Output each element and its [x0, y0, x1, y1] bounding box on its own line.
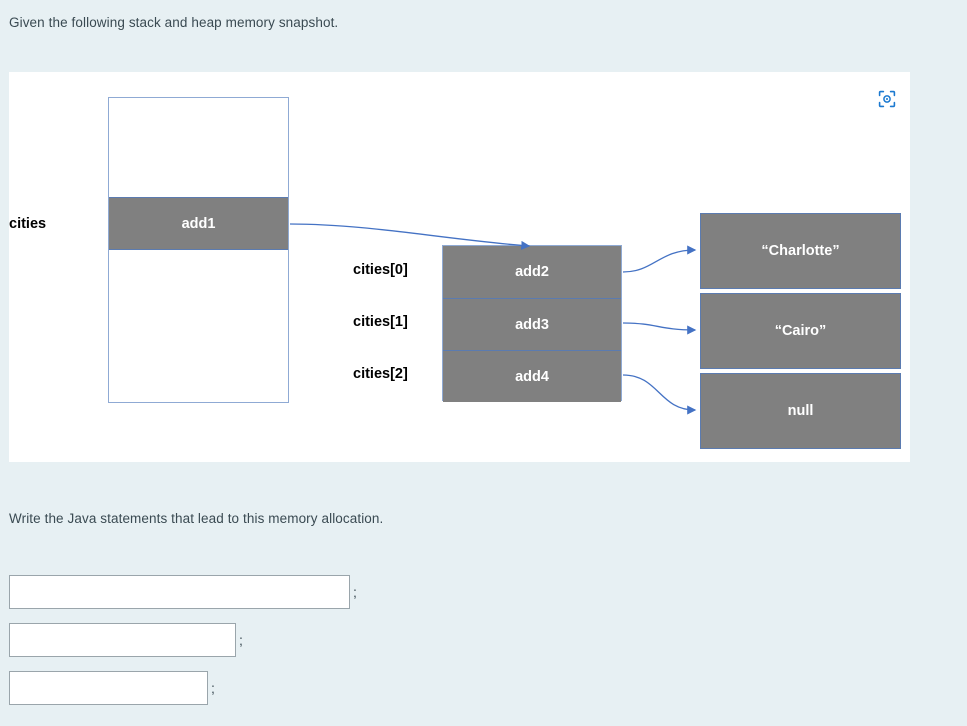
question-prompt-top: Given the following stack and heap memor…	[9, 15, 339, 30]
array-index-label-0: cities[0]	[353, 262, 408, 278]
array-cell-2: add4	[443, 350, 621, 402]
heap-object-null: null	[700, 373, 901, 449]
statement-semicolon-1: ;	[353, 584, 357, 600]
question-prompt-middle: Write the Java statements that lead to t…	[9, 511, 384, 526]
array-index-label-2: cities[2]	[353, 366, 408, 382]
arrow-array2-to-null	[622, 374, 697, 415]
answer-row-2: ;	[9, 623, 243, 657]
array-cell-1: add3	[443, 298, 621, 350]
array-object-box: add2 add3 add4	[442, 245, 622, 402]
answer-input-2[interactable]	[9, 623, 236, 657]
heap-object-cairo: “Cairo”	[700, 293, 901, 369]
stack-frame-box: add1	[108, 97, 289, 403]
memory-diagram-panel: cities add1 cities[0] cities[1] cities[2…	[9, 72, 910, 462]
stack-variable-label: cities	[9, 216, 47, 232]
arrow-array1-to-cairo	[622, 322, 697, 335]
answer-row-1: ;	[9, 575, 357, 609]
focus-scan-icon[interactable]	[877, 89, 897, 109]
arrow-array0-to-charlotte	[622, 245, 697, 273]
answer-input-1[interactable]	[9, 575, 350, 609]
statement-semicolon-2: ;	[239, 632, 243, 648]
heap-object-charlotte: “Charlotte”	[700, 213, 901, 289]
statement-semicolon-3: ;	[211, 680, 215, 696]
answer-row-3: ;	[9, 671, 215, 705]
arrow-stack-to-array	[289, 223, 531, 250]
array-index-label-1: cities[1]	[353, 314, 408, 330]
answer-input-3[interactable]	[9, 671, 208, 705]
array-cell-0: add2	[443, 246, 621, 298]
stack-cell-cities: add1	[109, 197, 288, 250]
